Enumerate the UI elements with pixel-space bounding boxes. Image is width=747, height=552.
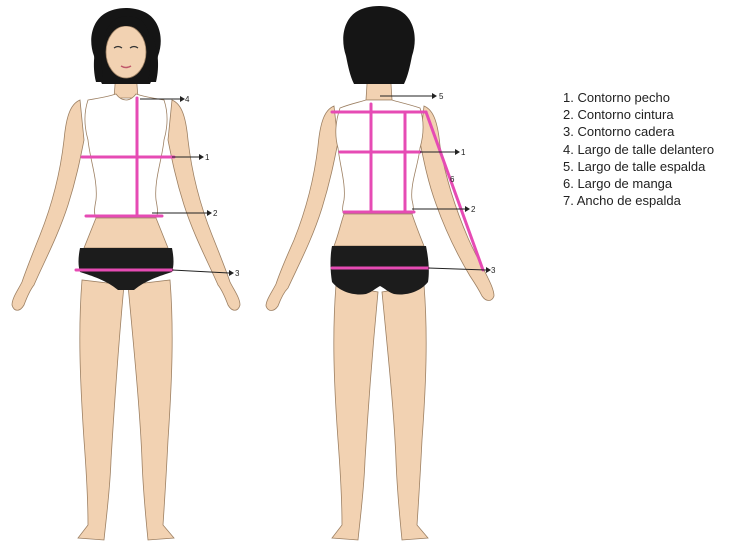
- legend-item-hip: 3. Contorno cadera: [563, 123, 714, 140]
- front-label-4: 4: [185, 95, 190, 104]
- measurement-legend: 1. Contorno pecho 2. Contorno cintura 3.…: [563, 89, 714, 209]
- front-label-1: 1: [205, 153, 210, 162]
- back-arrow-5-head: [432, 93, 437, 99]
- legend-item-back-width: 7. Ancho de espalda: [563, 192, 714, 209]
- front-arrow-2-head: [207, 210, 212, 216]
- back-arrow-2-head: [465, 206, 470, 212]
- back-arm-left: [266, 106, 338, 311]
- back-briefs: [331, 246, 429, 295]
- back-label-6: 6: [450, 175, 455, 184]
- legend-item-front-length: 4. Largo de talle delantero: [563, 141, 714, 158]
- front-face: [106, 26, 146, 78]
- legend-item-sleeve-length: 6. Largo de manga: [563, 175, 714, 192]
- back-label-3: 3: [491, 266, 496, 275]
- back-label-5: 5: [439, 92, 444, 101]
- front-arrow-3-head: [229, 270, 234, 276]
- front-leg-right: [128, 280, 174, 540]
- legend-item-waist: 2. Contorno cintura: [563, 106, 714, 123]
- back-midriff: [334, 214, 424, 246]
- back-leg-left: [332, 285, 378, 540]
- front-midriff: [84, 218, 168, 248]
- front-label-2: 2: [213, 209, 218, 218]
- back-shirt: [336, 100, 423, 214]
- front-leg-left: [78, 280, 124, 540]
- back-label-1: 1: [461, 148, 466, 157]
- front-label-3: 3: [235, 269, 240, 278]
- back-hair: [343, 6, 415, 84]
- back-label-2: 2: [471, 205, 476, 214]
- back-figure: 5 1 6 2 3: [266, 6, 496, 540]
- back-leg-right: [382, 285, 428, 540]
- front-arrow-1-head: [199, 154, 204, 160]
- front-arm-right: [168, 100, 240, 310]
- front-arm-left: [12, 100, 84, 310]
- legend-item-chest: 1. Contorno pecho: [563, 89, 714, 106]
- back-arrow-1-head: [455, 149, 460, 155]
- legend-item-back-length: 5. Largo de talle espalda: [563, 158, 714, 175]
- front-figure: 4 1 2 3: [12, 8, 240, 540]
